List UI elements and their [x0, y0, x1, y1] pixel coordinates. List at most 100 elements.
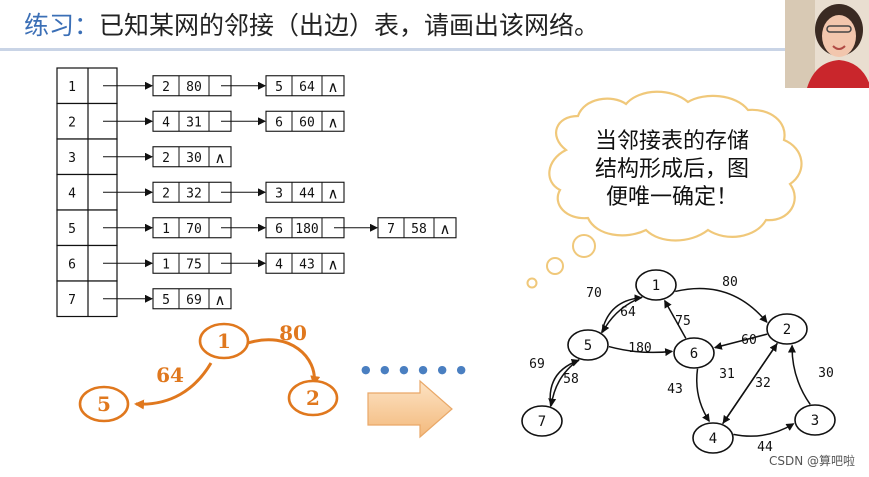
- graph-edge-weight: 58: [563, 372, 579, 387]
- graph-node: [766, 313, 808, 345]
- null-pointer: ∧: [328, 255, 339, 273]
- edge-weight: 43: [299, 257, 315, 272]
- bubble-text-line: 当邻接表的存储: [595, 129, 749, 154]
- sketch-node: [198, 322, 250, 360]
- sketch-node: [78, 385, 130, 423]
- graph-edge-5-6: [608, 345, 674, 357]
- graph-edge-5-1: [600, 294, 643, 334]
- graph-node: [794, 404, 836, 436]
- null-pointer: ∧: [328, 113, 339, 131]
- bubble-trail-circle: [572, 234, 596, 258]
- graph-edge-weight: 70: [586, 286, 602, 301]
- title-prefix: 练习：: [24, 11, 100, 40]
- slide-title: 练习：已知某网的邻接（出边）表，请画出该网络。: [24, 6, 599, 42]
- vertex-label: 4: [68, 186, 76, 201]
- sketch-weight: 64: [156, 363, 184, 387]
- title-divider: [0, 48, 869, 51]
- graph-node: [521, 405, 563, 437]
- graph-edge-weight: 64: [620, 305, 636, 320]
- edge-target: 6: [275, 115, 283, 130]
- graph-edge-weight: 75: [675, 314, 691, 329]
- graph-edge-weight: 30: [818, 366, 834, 381]
- graph-edge-weight: 43: [667, 382, 683, 397]
- edge-node: 6 180: [265, 217, 378, 239]
- edge-target: 5: [275, 80, 283, 95]
- edge-target: 1: [162, 222, 170, 237]
- graph-node: [567, 329, 609, 361]
- graph-node-label: 6: [690, 346, 698, 362]
- null-pointer: ∧: [215, 149, 226, 167]
- graph-edge-4-2: [722, 343, 778, 425]
- edge-target: 1: [162, 257, 170, 272]
- edge-node: 1 70: [152, 217, 266, 239]
- presenter-webcam: [785, 0, 869, 88]
- null-pointer: ∧: [328, 184, 339, 202]
- graph-edge-weight: 32: [755, 376, 771, 391]
- sketch-weight: 80: [279, 321, 307, 345]
- graph-edge-weight: 60: [741, 333, 757, 348]
- edge-target: 6: [275, 222, 283, 237]
- sketch-edge-1-5: [134, 362, 213, 410]
- big-right-arrow: [367, 379, 453, 439]
- graph-node-label: 3: [811, 413, 819, 429]
- edge-node-box: [152, 288, 232, 310]
- null-pointer: ∧: [440, 220, 451, 238]
- graph-edge-weight: 31: [719, 367, 735, 382]
- title-bar: 练习：已知某网的邻接（出边）表，请画出该网络。: [0, 0, 869, 51]
- edge-target: 2: [162, 80, 170, 95]
- edge-weight: 44: [299, 186, 315, 201]
- graph-edge-1-2: [675, 287, 768, 324]
- graph-node-label: 7: [538, 414, 546, 430]
- graph-edge-weight: 80: [722, 275, 738, 290]
- edge-target: 2: [162, 186, 170, 201]
- bubble-cloud: [548, 90, 803, 242]
- edge-node: 5 64 ∧: [265, 75, 345, 97]
- graph-edge-weight: 69: [529, 357, 545, 372]
- edge-node-box: [265, 252, 345, 274]
- graph-edge-4-3: [733, 423, 795, 437]
- edge-weight: 180: [295, 222, 318, 237]
- sketch-node-label: 2: [306, 386, 320, 410]
- edge-weight: 31: [186, 115, 202, 130]
- edge-node-box: [265, 181, 345, 203]
- edge-target: 4: [275, 257, 283, 272]
- vertex-label: 5: [68, 222, 76, 237]
- edge-target: 4: [162, 115, 170, 130]
- graph-edge-5-7: [548, 358, 580, 407]
- graph-edge-3-2: [787, 344, 811, 405]
- edge-node-box: [377, 217, 457, 239]
- edge-weight: 70: [186, 222, 202, 237]
- graph-edge-weight: 44: [757, 440, 773, 455]
- edge-weight: 64: [299, 80, 315, 95]
- edge-weight: 69: [186, 293, 202, 308]
- graph-edge-6-4: [696, 368, 710, 423]
- null-pointer: ∧: [215, 291, 226, 309]
- transition-arrow: ● ● ● ● ● ●: [361, 363, 466, 439]
- edge-weight: 60: [299, 115, 315, 130]
- bubble-text-line: 结构形成后，图: [595, 157, 749, 182]
- edge-target: 7: [387, 222, 395, 237]
- graph-node: [673, 337, 715, 369]
- title-question: 已知某网的邻接（出边）表，请画出该网络。: [99, 11, 600, 40]
- vertex-label: 3: [68, 151, 76, 166]
- edge-node-box: [265, 110, 345, 132]
- edge-target: 3: [275, 186, 283, 201]
- graph-node-label: 2: [783, 322, 791, 338]
- bubble-trail-circle: [526, 277, 538, 289]
- edge-node: 6 60 ∧: [265, 110, 345, 132]
- edge-node-box: [265, 75, 345, 97]
- null-pointer: ∧: [328, 78, 339, 96]
- edge-target: 2: [162, 151, 170, 166]
- edge-weight: 32: [186, 186, 202, 201]
- graph-edge-2-6: [713, 333, 768, 350]
- edge-node: 3 44 ∧: [265, 181, 345, 203]
- vertex-label: 2: [68, 115, 76, 130]
- bubble-trail-circle: [546, 257, 564, 275]
